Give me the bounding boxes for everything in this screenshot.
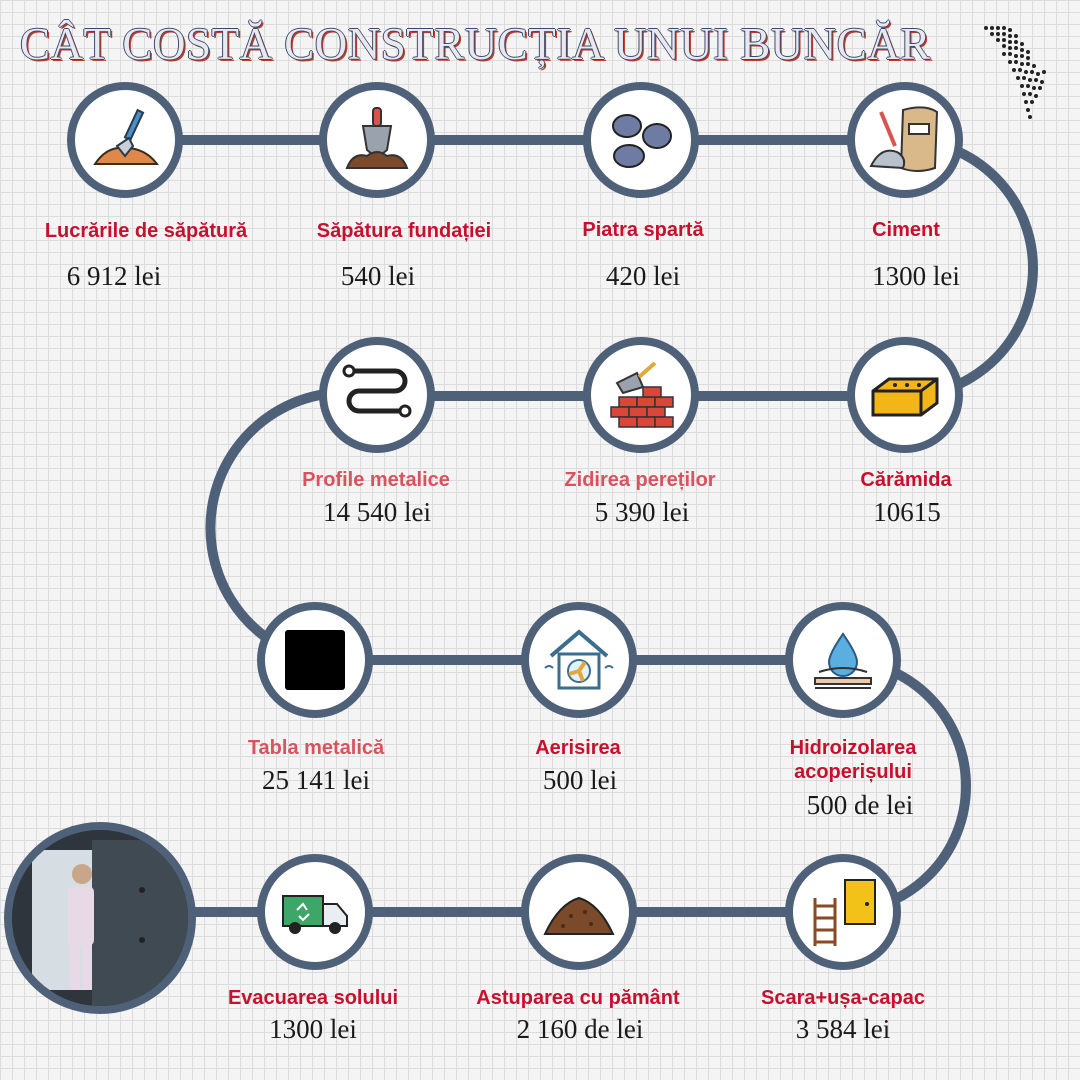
step-price: 420 lei xyxy=(605,261,681,291)
step-price: 540 lei xyxy=(340,261,416,291)
node-hidroizolare xyxy=(785,602,901,718)
step-price: 2 160 de lei xyxy=(516,1014,644,1044)
step-price: 10615 xyxy=(873,497,941,527)
step-label: Hidroizolarea acoperișului xyxy=(789,737,917,783)
stones-icon xyxy=(612,114,672,168)
node-sapatura xyxy=(67,82,183,198)
metal-profile-icon xyxy=(342,364,412,418)
step-label: Zidirea pereților xyxy=(564,469,716,491)
step-price: 500 de lei xyxy=(806,790,914,820)
node-piatra xyxy=(583,82,699,198)
bunker-door-image xyxy=(12,830,188,1006)
step-price: 25 141 lei xyxy=(262,765,370,795)
step-label: Aerisirea xyxy=(535,737,621,759)
step-label: Ciment xyxy=(872,219,940,241)
brick-icon xyxy=(871,377,939,417)
node-astupare xyxy=(521,854,637,970)
step-price: 5 390 lei xyxy=(594,497,690,527)
step-price: 1300 lei xyxy=(269,1014,357,1044)
node-scara xyxy=(785,854,901,970)
step-price: 500 lei xyxy=(542,765,618,795)
step-label: Astuparea cu pământ xyxy=(476,987,680,1009)
soil-pile-icon xyxy=(543,896,615,935)
moldova-map-icon xyxy=(984,26,1046,119)
step-label: Profile metalice xyxy=(302,469,450,491)
node-zidire xyxy=(583,337,699,453)
node-caramida xyxy=(847,337,963,453)
step-label: Lucrările de săpătură xyxy=(44,220,248,242)
ladder-door-icon xyxy=(813,879,876,946)
ventilation-house-icon xyxy=(544,629,614,690)
node-ciment xyxy=(847,82,963,198)
step-label: Cărămida xyxy=(860,469,952,491)
trowel-soil-icon xyxy=(345,107,409,169)
step-price: 14 540 lei xyxy=(323,497,431,527)
step-label: Piatra spartă xyxy=(582,219,704,241)
metal-sheet-icon xyxy=(285,630,345,690)
step-price: 3 584 lei xyxy=(795,1014,891,1044)
node-evacuare xyxy=(257,854,373,970)
brick-wall-icon xyxy=(610,361,674,428)
bunker-photo xyxy=(4,822,196,1014)
node-aerisire xyxy=(521,602,637,718)
shovel-soil-icon xyxy=(93,108,160,165)
step-label: Săpătura fundației xyxy=(316,220,492,242)
node-profile xyxy=(319,337,435,453)
node-tabla xyxy=(257,602,373,718)
step-label: Scara+ușa-capac xyxy=(760,987,925,1009)
step-label: Evacuarea solului xyxy=(227,987,399,1009)
step-price: 6 912 lei xyxy=(66,261,162,291)
garbage-truck-icon xyxy=(282,895,348,934)
step-label: Tabla metalică xyxy=(247,737,385,759)
node-fundatie xyxy=(319,82,435,198)
waterproofing-icon xyxy=(814,632,872,689)
page-title: CÂT COSTĂ CONSTRUCȚIA UNUI BUNCĂR xyxy=(20,19,931,69)
step-price: 1300 lei xyxy=(872,261,960,291)
cement-bag-icon xyxy=(869,106,939,172)
